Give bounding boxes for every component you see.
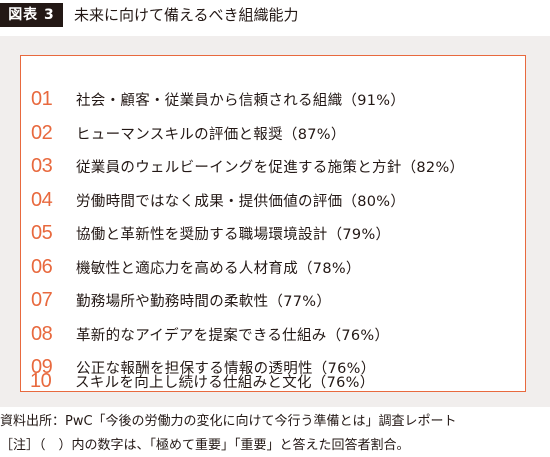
figure-header: 図表 3 未来に向けて備えるべき組織能力 [0, 0, 550, 32]
item-text: 勤務場所や勤務時間の柔軟性（77%） [76, 293, 332, 310]
list-item: 03 従業員のウェルビーイングを促進する施策と方針（82%） [21, 151, 525, 181]
item-text: 労働時間ではなく成果・提供価値の評価（80%） [76, 193, 406, 210]
rank-number: 06 [31, 255, 53, 278]
rank-number: 10 [30, 369, 52, 392]
list-item: 10 スキルを向上し続ける仕組みと文化（76%） [20, 366, 526, 396]
list-item: 06 機敏性と適応力を高める人材育成（78%） [21, 252, 525, 282]
source-note: 資料出所：PwC「今後の労働力の変化に向けて今行う準備とは」調査レポート [0, 414, 457, 429]
rank-number: 05 [31, 221, 53, 244]
rank-number: 09 [31, 355, 53, 378]
list-item: 09 公正な報酬を担保する情報の透明性（76%） [21, 352, 525, 382]
figure-number-badge: 図表 3 [0, 3, 63, 27]
figure-title: 未来に向けて備えるべき組織能力 [74, 6, 299, 24]
rank-number: 04 [31, 188, 53, 211]
list-item: 05 協働と革新性を奨励する職場環境設計（79%） [21, 218, 525, 248]
item-text: 社会・顧客・従業員から信頼される組織（91%） [76, 92, 406, 109]
rank-number: 02 [31, 121, 53, 144]
item-text: 協働と革新性を奨励する職場環境設計（79%） [76, 226, 391, 243]
list-item: 08 革新的なアイデアを提案できる仕組み（76%） [21, 319, 525, 349]
item-text: 従業員のウェルビーイングを促進する施策と方針（82%） [76, 159, 465, 176]
rank-number: 07 [31, 288, 53, 311]
list-item: 07 勤務場所や勤務時間の柔軟性（77%） [21, 285, 525, 315]
item-text: 機敏性と適応力を高める人材育成（78%） [76, 260, 361, 277]
content-panel: 01 社会・顧客・従業員から信頼される組織（91%） 02 ヒューマンスキルの評… [0, 36, 550, 407]
footnote: ［注］（ ）内の数字は、「極めて重要」「重要」と答えた回答者割合。 [0, 438, 410, 453]
list-item: 02 ヒューマンスキルの評価と報奨（87%） [21, 118, 525, 148]
rank-number: 01 [31, 87, 53, 110]
list-item: 04 労働時間ではなく成果・提供価値の評価（80%） [21, 185, 525, 215]
rank-number: 03 [31, 154, 53, 177]
item-text: ヒューマンスキルの評価と報奨（87%） [76, 126, 346, 143]
rank-number: 08 [31, 322, 53, 345]
item-text: スキルを向上し続ける仕組みと文化（76%） [75, 374, 375, 391]
list-item: 01 社会・顧客・従業員から信頼される組織（91%） [21, 84, 525, 114]
item-text: 革新的なアイデアを提案できる仕組み（76%） [76, 327, 390, 344]
ranking-box: 01 社会・顧客・従業員から信頼される組織（91%） 02 ヒューマンスキルの評… [20, 55, 526, 392]
item-text: 公正な報酬を担保する情報の透明性（76%） [76, 360, 376, 377]
